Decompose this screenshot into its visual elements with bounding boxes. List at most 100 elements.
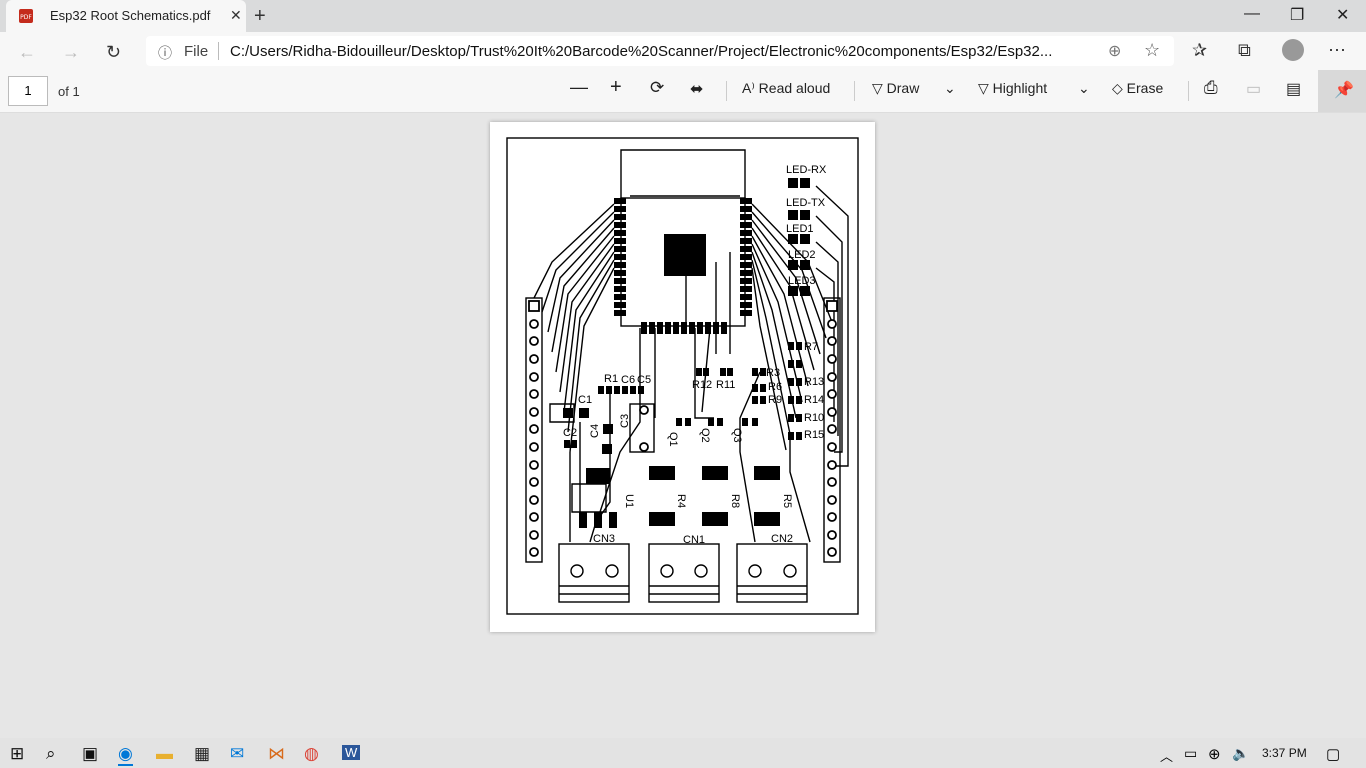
mail-icon[interactable]: ✉	[230, 744, 245, 763]
tab-title: Esp32 Root Schematics.pdf	[50, 8, 211, 23]
draw-label: Draw	[886, 80, 920, 96]
fit-page-icon[interactable]: ⬌	[690, 81, 704, 98]
zoom-out-icon[interactable]: —	[570, 77, 588, 97]
label-c1: C1	[578, 394, 592, 406]
windows-start-icon[interactable]: ⊞	[10, 744, 25, 763]
erase-button[interactable]: ◇ Erase	[1112, 80, 1163, 97]
forward-arrow-icon[interactable]: →	[62, 42, 80, 62]
pin-icon: 📌	[1334, 82, 1354, 99]
more-menu-icon[interactable]: ⋯	[1328, 40, 1346, 60]
connector-cn3	[558, 543, 630, 603]
label-r3: R3	[766, 367, 780, 379]
divider	[854, 81, 855, 101]
eraser-icon: ◇	[1112, 80, 1127, 96]
connector-cn1	[648, 543, 720, 603]
label-c2: C2	[563, 427, 577, 439]
info-icon[interactable]: ⓘ	[158, 45, 172, 61]
address-bar-row: ← → ↻ ⓘ File C:/Users/Ridha-Bidouilleur/…	[0, 32, 1366, 70]
new-tab-button[interactable]: +	[254, 5, 266, 27]
profile-avatar[interactable]	[1282, 39, 1304, 61]
minimize-button[interactable]: —	[1244, 5, 1260, 22]
page-count: of 1	[58, 84, 80, 99]
address-field[interactable]: ⓘ File C:/Users/Ridha-Bidouilleur/Deskto…	[146, 36, 1174, 66]
label-r13: R13	[804, 376, 824, 388]
label-r4: R4	[675, 494, 687, 508]
close-window-button[interactable]: ✕	[1336, 7, 1350, 24]
favorite-star-icon[interactable]: ☆	[1144, 40, 1161, 60]
read-aloud-label: Read aloud	[758, 80, 831, 96]
address-scheme: File	[184, 43, 209, 60]
file-explorer-icon[interactable]: ▬	[156, 744, 173, 763]
label-u1: U1	[623, 494, 635, 508]
restore-button[interactable]: ❐	[1290, 7, 1305, 24]
label-cn1: CN1	[683, 534, 705, 546]
favorites-list-icon[interactable]: ✰	[1192, 40, 1208, 60]
connector-cn2	[736, 543, 808, 603]
close-tab-icon[interactable]: ✕	[230, 7, 242, 23]
label-c4: C4	[589, 424, 601, 438]
label-led-rx: LED-RX	[786, 164, 827, 176]
save-icon[interactable]: ▭	[1246, 81, 1262, 98]
label-led3: LED3	[788, 275, 816, 287]
draw-icon: ▽	[872, 80, 887, 96]
back-arrow-icon[interactable]: ←	[18, 42, 36, 62]
rotate-icon[interactable]: ⟳	[650, 78, 665, 97]
chrome-icon[interactable]: ◍	[304, 744, 319, 763]
label-led-tx: LED-TX	[786, 197, 826, 209]
label-r6: R6	[768, 381, 782, 393]
label-q2: Q2	[699, 428, 711, 443]
clock[interactable]: 3:37 PM	[1262, 746, 1307, 760]
divider	[218, 42, 219, 60]
right-header	[823, 297, 841, 563]
pdf-toolbar: 1 of 1 — + ⟳ ⬌ A⁾ Read aloud ▽ Draw ⌄ ▽ …	[0, 70, 1366, 113]
store-icon[interactable]: ▦	[194, 744, 211, 763]
save-as-icon[interactable]: ▤	[1286, 81, 1302, 98]
label-r1: R1	[604, 373, 618, 385]
word-icon[interactable]: W	[342, 745, 361, 760]
label-r11: R11	[716, 379, 735, 391]
page-number-input[interactable]: 1	[8, 76, 48, 106]
esp32-chip	[664, 234, 706, 276]
show-hidden-icons-chevron-up-icon[interactable]: ︿	[1160, 749, 1174, 764]
print-icon[interactable]: ⎙	[1204, 78, 1218, 97]
draw-options-chevron-down-icon[interactable]: ⌄	[944, 80, 956, 96]
read-aloud-button[interactable]: A⁾ Read aloud	[742, 80, 830, 97]
highlight-button[interactable]: ▽ Highlight	[978, 80, 1047, 97]
zoom-icon[interactable]: ⊕	[1108, 43, 1122, 60]
label-r9: R9	[768, 394, 782, 406]
volume-icon[interactable]: 🔈	[1232, 745, 1250, 761]
tab-pdf[interactable]: PDF Esp32 Root Schematics.pdf ✕	[6, 0, 246, 32]
browser-titlebar: PDF Esp32 Root Schematics.pdf ✕ + — ❐ ✕	[0, 0, 1366, 32]
draw-button[interactable]: ▽ Draw	[872, 80, 919, 97]
search-icon[interactable]: ⌕	[46, 744, 56, 763]
task-view-icon[interactable]: ▣	[82, 744, 99, 763]
label-r5: R5	[781, 494, 793, 508]
board-outline	[506, 137, 859, 615]
network-icon[interactable]: ⊕	[1208, 746, 1221, 763]
battery-icon[interactable]: ▭	[1184, 745, 1198, 761]
highlight-options-chevron-down-icon[interactable]: ⌄	[1078, 80, 1090, 96]
label-cn2: CN2	[771, 533, 793, 545]
label-c5: C5	[637, 374, 651, 386]
collections-icon[interactable]: ⧉	[1238, 40, 1251, 60]
label-c6: C6	[621, 374, 635, 386]
pin-toolbar-button[interactable]: 📌	[1318, 70, 1366, 112]
label-led2: LED2	[788, 249, 816, 261]
highlight-label: Highlight	[992, 80, 1048, 96]
label-q1: Q1	[667, 432, 679, 447]
label-c3: C3	[619, 414, 631, 428]
url-text[interactable]: C:/Users/Ridha-Bidouilleur/Desktop/Trust…	[230, 43, 1053, 60]
label-cn3: CN3	[593, 533, 615, 545]
refresh-icon[interactable]: ↻	[106, 42, 122, 62]
read-aloud-icon: A⁾	[742, 80, 759, 96]
highlight-icon: ▽	[978, 80, 993, 96]
pdf-page: LED-RX LED-TX LED1 LED2 LED3 R1 C6 C5 C1…	[490, 122, 875, 632]
pdf-icon: PDF	[19, 9, 33, 23]
notifications-icon[interactable]: ▢	[1326, 746, 1341, 763]
app-icon[interactable]: ⋈	[268, 744, 285, 763]
label-r10: R10	[804, 412, 824, 424]
label-r15: R15	[804, 429, 824, 441]
zoom-in-icon[interactable]: +	[610, 76, 622, 98]
edge-icon[interactable]: ◉	[118, 744, 133, 766]
svg-text:PDF: PDF	[20, 14, 32, 21]
